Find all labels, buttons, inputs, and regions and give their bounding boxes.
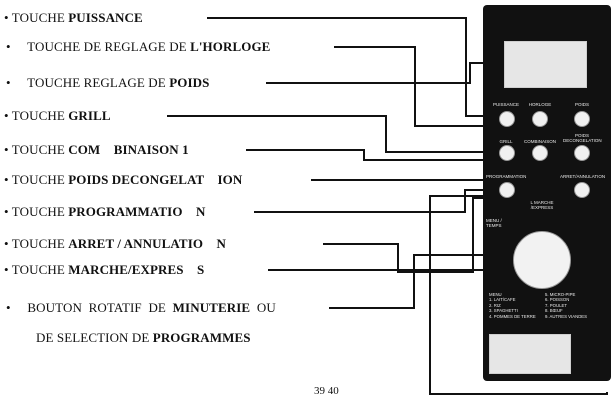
label-bouton-rotatif: • BOUTON ROTATIF DE MINUTERIE OU: [6, 300, 276, 315]
label-selection-programmes: DE SELECTION DE PROGRAMMES: [36, 330, 251, 345]
line-horloge: [334, 46, 527, 127]
page-number: 39 40: [314, 385, 339, 397]
panel-label-programmation: PROGRAMMATION: [486, 174, 527, 179]
label-horloge: • TOUCHE DE REGLAGE DE L'HORLOGE: [6, 39, 271, 54]
lower-window: [489, 334, 571, 374]
rotary-knob[interactable]: [513, 231, 571, 289]
panel-label-combinaison: COMBINAISON: [523, 139, 556, 144]
panel-label-marche-express: L MARCHE /EXPRESS: [530, 200, 554, 210]
panel-label-puissance: PUISSANCE: [492, 102, 519, 107]
line-bouton: [329, 254, 509, 309]
label-combinaison: • TOUCHE COM BINAISON 1: [4, 142, 189, 157]
panel-label-horloge: HORLOGE: [528, 102, 552, 107]
line-puissance: [207, 17, 503, 117]
arret-annulation-button[interactable]: [574, 182, 590, 198]
label-poids: • TOUCHE REGLAGE DE POIDS: [6, 75, 210, 90]
label-programmation: • TOUCHE PROGRAMMATIO N: [4, 204, 206, 219]
panel-label-grill: GRILL: [499, 139, 513, 144]
puissance-button[interactable]: [499, 111, 515, 127]
panel-label-menu-temps: MENU / TEMPS: [486, 218, 502, 228]
label-grill: • TOUCHE GRILL: [4, 108, 111, 123]
panel-label-arret: ARRET/ANNULATION: [560, 174, 606, 179]
display-screen: [504, 41, 587, 88]
label-marche: • TOUCHE MARCHE/EXPRES S: [4, 262, 205, 277]
line-grill: [167, 115, 501, 153]
programmation-button[interactable]: [499, 182, 515, 198]
line-programmation: [254, 189, 504, 213]
combinaison-button[interactable]: [532, 145, 548, 161]
label-arret: • TOUCHE ARRET / ANNULATIO N: [4, 236, 226, 251]
panel-label-poids-decongelation: POIDS DECONGELATION: [563, 133, 602, 143]
menu-list-left: MENU 1. LAIT/CAFE 2. RIZ 3. SPAGHETTI 4.…: [489, 292, 536, 319]
panel-label-poids: POIDS: [574, 102, 589, 107]
grill-button[interactable]: [499, 145, 515, 161]
poids-button[interactable]: [574, 111, 590, 127]
menu-list-right: 5. MICRO-PIPE 6. POISSON 7. POULET 8. BŒ…: [545, 292, 588, 319]
horloge-button[interactable]: [532, 111, 548, 127]
label-poids-decongelation: • TOUCHE POIDS DECONGELAT ION: [4, 172, 243, 187]
line-combinaison: [246, 149, 529, 161]
label-puissance: • TOUCHE PUISSANCE: [4, 10, 143, 25]
poids-decongelation-button[interactable]: [574, 145, 590, 161]
